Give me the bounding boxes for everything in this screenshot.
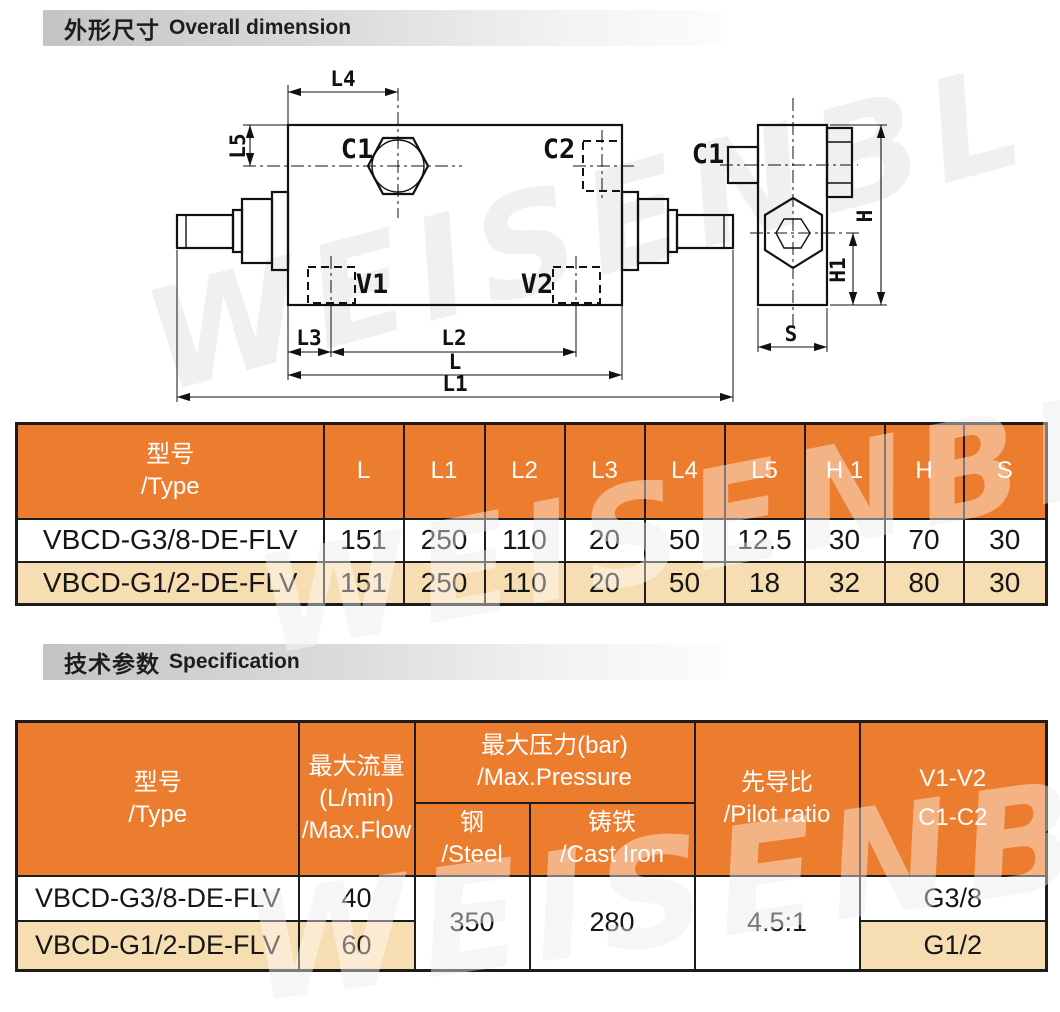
- value-cell: 12.5: [723, 517, 806, 563]
- value-cell: 250: [402, 560, 486, 606]
- max-pressure-zh: 最大压力(bar): [481, 732, 628, 760]
- steel-en: /Steel: [441, 841, 503, 868]
- section-title-zh: 技术参数: [64, 651, 160, 677]
- side-view-centerlines: [720, 98, 860, 330]
- col-header-s: S: [962, 422, 1048, 520]
- front-view-body: [175, 123, 735, 307]
- col-header-h1: H 1: [803, 422, 886, 520]
- dim-label-l3: L3: [296, 326, 321, 350]
- max-pressure-en: /Max.Pressure: [477, 764, 632, 792]
- col-header-h: H: [883, 422, 965, 520]
- dimension-table: 型号 /Type L L1 L2 L3 L4 L5 H 1 H S VBCD-G…: [15, 422, 1048, 606]
- value-cell: 50: [643, 560, 726, 606]
- port-size-value: G3/8: [858, 874, 1048, 922]
- col-header-l4: L4: [643, 422, 726, 520]
- model-name-cell: VBCD-G3/8-DE-FLV: [15, 874, 300, 922]
- model-name-cell: VBCD-G1/2-DE-FLV: [15, 919, 300, 972]
- dim-label-l1: L1: [442, 372, 467, 396]
- max-flow-en: /Max.Flow: [301, 816, 412, 844]
- dim-label-l5: L5: [226, 133, 250, 158]
- value-cell: 30: [962, 560, 1048, 606]
- specification-table: 型号 /Type 最大流量 (L/min) /Max.Flow 最大压力(bar…: [15, 720, 1048, 972]
- value-cell: 30: [962, 517, 1048, 563]
- value-cell: 250: [402, 517, 486, 563]
- pilot-ratio-zh: 先导比: [741, 768, 813, 796]
- port-label-c1-side: C1: [692, 139, 725, 170]
- section-header-overall-dimension: 外形尺寸 Overall dimension: [43, 10, 727, 46]
- col-header-type-en: /Type: [128, 800, 188, 828]
- dim-label-l4: L4: [330, 67, 355, 91]
- table-row: VBCD-G1/2-DE-FLV 60 G1/2: [15, 919, 1048, 972]
- port-label-v1: V1: [356, 269, 389, 300]
- value-cell: 30: [803, 517, 886, 563]
- col-header-type-en: /Type: [140, 473, 200, 501]
- col-header-max-flow: 最大流量 (L/min) /Max.Flow: [297, 720, 416, 877]
- section-title-zh: 外形尺寸: [64, 17, 160, 43]
- col-header-l5: L5: [723, 422, 806, 520]
- col-header-type-zh: 型号: [146, 440, 195, 468]
- col-header-l3: L3: [563, 422, 646, 520]
- dim-label-s: S: [785, 322, 798, 346]
- value-cell: 20: [563, 517, 646, 563]
- value-cell: 80: [883, 560, 965, 606]
- max-flow-value: 40: [297, 874, 416, 922]
- model-name-cell: VBCD-G1/2-DE-FLV: [15, 560, 325, 606]
- port-label-c1-front: C1: [341, 134, 374, 165]
- col-header-pilot-ratio: 先导比 /Pilot ratio: [693, 720, 861, 877]
- value-cell: 70: [883, 517, 965, 563]
- front-view-centerlines: [243, 88, 634, 312]
- dim-label-l: L: [449, 350, 462, 374]
- table-row: VBCD-G1/2-DE-FLV 151 250 110 20 50 18 32…: [15, 560, 1048, 606]
- cast-iron-pressure-value: 280: [528, 874, 696, 972]
- cast-iron-en: /Cast Iron: [559, 841, 665, 868]
- side-view-dimensions: [758, 125, 886, 352]
- section-title-en: Overall dimension: [169, 16, 352, 39]
- dim-label-h1: H1: [826, 257, 850, 282]
- ports-line-2: C1-C2: [918, 804, 988, 832]
- col-header-cast-iron: 铸铁 /Cast Iron: [528, 801, 696, 877]
- col-header-max-pressure: 最大压力(bar) /Max.Pressure: [413, 720, 696, 804]
- col-header-type-zh: 型号: [133, 768, 182, 796]
- dim-label-h: H: [853, 210, 877, 223]
- col-header-type: 型号 /Type: [15, 422, 325, 520]
- col-header-l1: L1: [402, 422, 486, 520]
- value-cell: 20: [563, 560, 646, 606]
- spec-table-header-row-1: 型号 /Type 最大流量 (L/min) /Max.Flow 最大压力(bar…: [15, 720, 1048, 877]
- col-header-ports: V1-V2 C1-C2: [858, 720, 1048, 877]
- max-flow-unit: (L/min): [319, 784, 394, 812]
- value-cell: 151: [322, 560, 405, 606]
- value-cell: 110: [483, 560, 566, 606]
- front-view-dimensions: [177, 87, 733, 402]
- col-header-type: 型号 /Type: [15, 720, 300, 877]
- table-row: VBCD-G3/8-DE-FLV 151 250 110 20 50 12.5 …: [15, 517, 1048, 563]
- dimension-table-header-row: 型号 /Type L L1 L2 L3 L4 L5 H 1 H S: [15, 422, 1048, 520]
- dim-label-l2: L2: [441, 326, 466, 350]
- table-row: VBCD-G3/8-DE-FLV 40 350 280 4.5:1 G3/8: [15, 874, 1048, 972]
- pilot-ratio-value: 4.5:1: [693, 874, 861, 972]
- section-title-en: Specification: [169, 650, 300, 673]
- value-cell: 18: [723, 560, 806, 606]
- pilot-ratio-en: /Pilot ratio: [723, 800, 831, 828]
- steel-zh: 钢: [460, 809, 484, 837]
- port-size-value: G1/2: [858, 919, 1048, 972]
- technical-drawing: L4 L5 C1 C2 V1 V2 L3 L2 L L1 C1 H H1 S: [175, 67, 887, 402]
- value-cell: 151: [322, 517, 405, 563]
- col-header-steel: 钢 /Steel: [413, 801, 531, 877]
- max-flow-zh: 最大流量: [308, 752, 405, 780]
- spec-table-header-row-2: 钢 /Steel 铸铁 /Cast Iron: [17, 801, 1047, 877]
- ports-line-1: V1-V2: [919, 765, 987, 793]
- cast-iron-zh: 铸铁: [588, 809, 636, 837]
- port-label-v2: V2: [521, 269, 554, 300]
- value-cell: 110: [483, 517, 566, 563]
- port-label-c2: C2: [543, 134, 576, 165]
- steel-pressure-value: 350: [413, 874, 531, 972]
- col-header-l: L: [322, 422, 405, 520]
- max-flow-value: 60: [297, 919, 416, 972]
- value-cell: 32: [803, 560, 886, 606]
- model-name-cell: VBCD-G3/8-DE-FLV: [15, 517, 325, 563]
- section-header-specification: 技术参数 Specification: [43, 644, 727, 680]
- col-header-l2: L2: [483, 422, 566, 520]
- value-cell: 50: [643, 517, 726, 563]
